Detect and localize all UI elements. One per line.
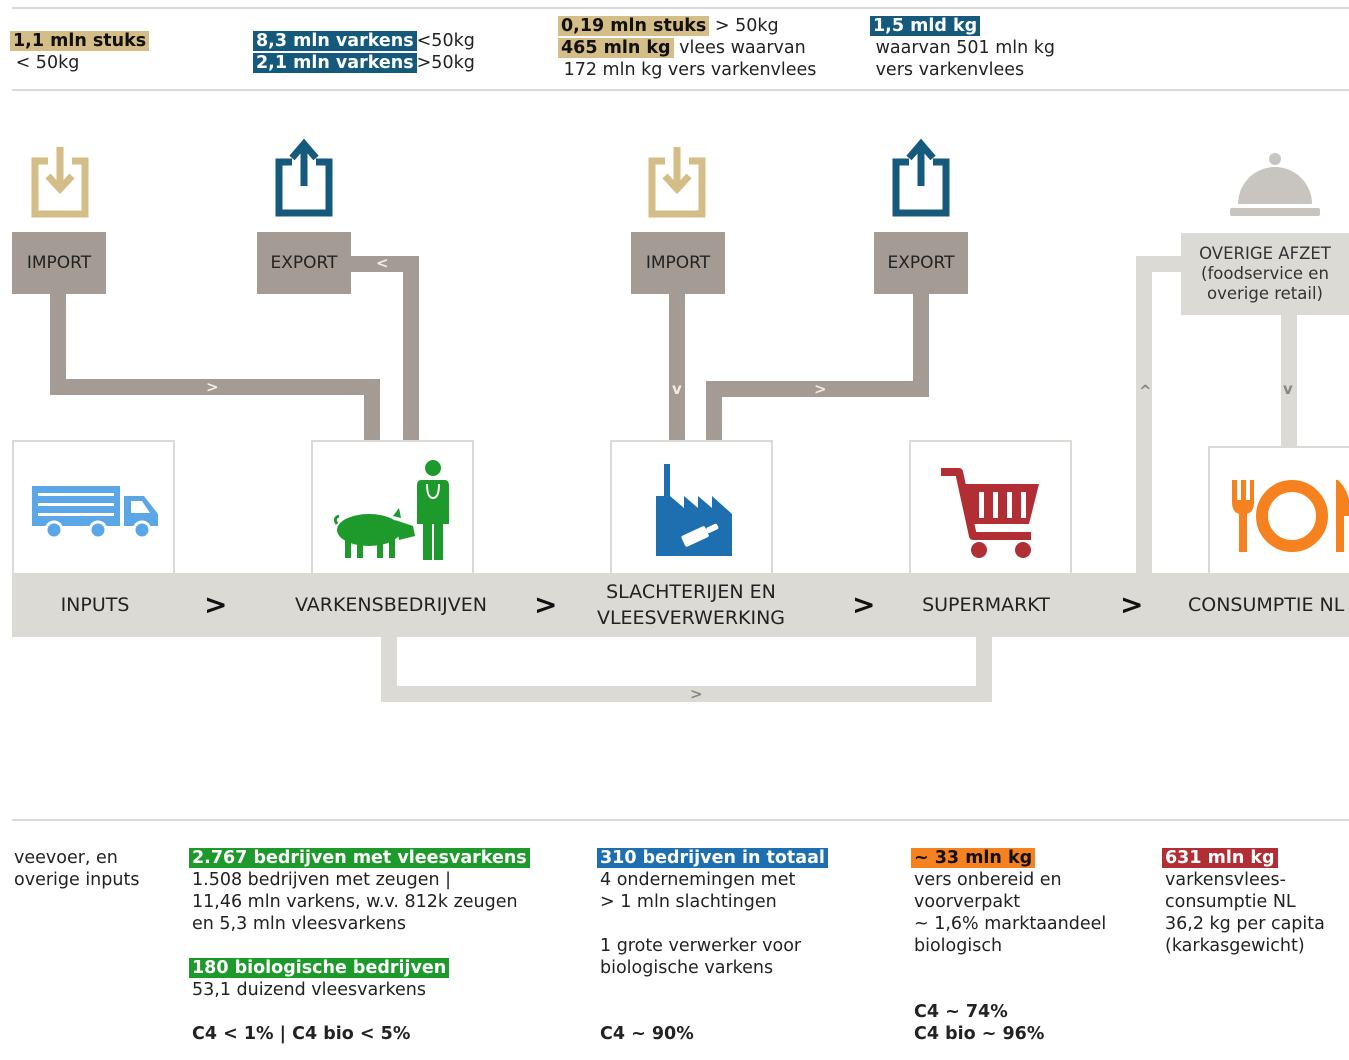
chain-arrow: > bbox=[852, 588, 876, 621]
info-highlight: 310 bedrijven in totaal bbox=[597, 848, 828, 868]
import-box-inputs: IMPORT bbox=[12, 232, 106, 294]
overige-up-path bbox=[1136, 256, 1185, 575]
stat-text: vlees waarvan bbox=[673, 38, 806, 58]
info-concentration: C4 ~ 74% bbox=[914, 1002, 1008, 1022]
info-highlight: ~ 33 mln kg bbox=[911, 848, 1036, 868]
import-tray-icon bbox=[31, 147, 89, 218]
top-divider bbox=[12, 7, 1349, 9]
import-box-meat: IMPORT bbox=[631, 232, 725, 294]
stat-export-meat: 1,5 mld kg waarvan 501 mln kg vers varke… bbox=[870, 15, 1055, 81]
export-box-pigs: EXPORT bbox=[257, 232, 351, 294]
info-inputs: veevoer, en overige inputs bbox=[14, 848, 140, 890]
chain-arrow: > bbox=[1120, 588, 1144, 621]
info-supermarkt: ~ 33 mln kg vers onbereid en voorverpakt… bbox=[911, 847, 1106, 1045]
card-inputs bbox=[12, 440, 175, 576]
card-supermarkt bbox=[909, 440, 1072, 576]
chain-step-consumptie: CONSUMPTIE NL bbox=[1188, 594, 1345, 616]
info-text: 1.508 bedrijven met zeugen | 11,46 mln v… bbox=[192, 870, 518, 934]
export-box-meat: EXPORT bbox=[874, 232, 968, 294]
truck-icon bbox=[32, 486, 158, 540]
stat-text: waarvan 501 mln kg bbox=[875, 38, 1056, 58]
value-chain-band bbox=[12, 573, 1349, 637]
factory-icon bbox=[656, 464, 732, 556]
stat-text: 172 mln kg vers varkenvlees bbox=[563, 60, 817, 80]
stat-text: >50kg bbox=[416, 53, 475, 73]
info-concentration: C4 bio ~ 96% bbox=[914, 1024, 1045, 1044]
pig-and-farmer-icon bbox=[333, 460, 449, 560]
chain-step-slachterijen: SLACHTERIJEN EN VLEESVERWERKING bbox=[596, 581, 786, 629]
info-highlight: 2.767 bedrijven met vleesvarkens bbox=[189, 848, 530, 868]
arrow-overige-down: v bbox=[1283, 380, 1293, 398]
arrow-import-inputs: > bbox=[206, 378, 219, 396]
info-slachterijen: 310 bedrijven in totaal 4 ondernemingen … bbox=[597, 847, 828, 1045]
stat-highlight: 0,19 mln stuks bbox=[558, 16, 710, 36]
stat-highlight: 8,3 mln varkens bbox=[253, 31, 417, 51]
chain-arrow: > bbox=[534, 588, 558, 621]
card-varkensbedrijven bbox=[311, 440, 474, 576]
chain-arrow: > bbox=[204, 588, 228, 621]
stat-text: <50kg bbox=[416, 31, 475, 51]
stat-text: > 50kg bbox=[709, 16, 779, 36]
stat-highlight: 465 mln kg bbox=[558, 38, 674, 58]
info-highlight: 180 biologische bedrijven bbox=[189, 958, 450, 978]
arrow-overige-up: ^ bbox=[1139, 382, 1152, 400]
stat-text: vers varkenvlees bbox=[875, 60, 1025, 80]
stat-export-pigs: 8,3 mln varkens<50kg 2,1 mln varkens>50k… bbox=[253, 30, 475, 74]
info-text: vers onbereid en voorverpakt ~ 1,6% mark… bbox=[914, 870, 1107, 956]
export-pigs-path bbox=[350, 256, 419, 444]
info-concentration: C4 ~ 90% bbox=[600, 1024, 694, 1044]
shopping-cart-icon bbox=[941, 468, 1039, 558]
overige-afzet-box: OVERIGE AFZET (foodservice en overige re… bbox=[1181, 233, 1349, 315]
stat-text: < 50kg bbox=[15, 53, 80, 73]
arrow-bypass: > bbox=[690, 685, 703, 703]
info-consumptie: 631 mln kg varkensvlees- consumptie NL 3… bbox=[1162, 847, 1325, 957]
export-meat-path bbox=[706, 294, 929, 444]
lower-divider bbox=[12, 819, 1349, 821]
upper-divider bbox=[12, 89, 1349, 91]
stat-highlight: 2,1 mln varkens bbox=[253, 53, 417, 73]
info-text: varkensvlees- consumptie NL 36,2 kg per … bbox=[1165, 870, 1325, 956]
export-tray-icon bbox=[275, 138, 333, 217]
info-text: 4 ondernemingen met > 1 mln slachtingen bbox=[600, 870, 796, 912]
stat-highlight: 1,1 mln stuks bbox=[10, 31, 150, 51]
info-concentration: C4 < 1% | C4 bio < 5% bbox=[192, 1024, 411, 1044]
chain-step-varkensbedrijven: VARKENSBEDRIJVEN bbox=[294, 594, 487, 616]
arrow-export-meat: > bbox=[814, 380, 827, 398]
export-tray-icon bbox=[892, 138, 950, 217]
arrow-export-pigs: < bbox=[376, 254, 389, 272]
chain-step-supermarkt: SUPERMARKT bbox=[922, 594, 1050, 616]
stat-import-meat: 0,19 mln stuks > 50kg 465 mln kg vlees w… bbox=[558, 15, 816, 81]
info-highlight: 631 mln kg bbox=[1162, 848, 1278, 868]
serving-cloche-icon bbox=[1230, 153, 1320, 216]
arrow-import-meat: v bbox=[672, 380, 682, 398]
stat-highlight: 1,5 mld kg bbox=[870, 16, 981, 36]
plate-cutlery-icon bbox=[1232, 480, 1349, 552]
stat-import-inputs: 1,1 mln stuks < 50kg bbox=[10, 30, 150, 74]
info-text: 1 grote verwerker voor biologische varke… bbox=[600, 936, 802, 978]
bypass-path bbox=[381, 635, 992, 702]
import-tray-icon bbox=[648, 147, 706, 218]
import-inputs-path bbox=[50, 294, 380, 444]
card-slachterijen bbox=[610, 440, 773, 576]
info-text: 53,1 duizend vleesvarkens bbox=[192, 980, 426, 1000]
chain-step-inputs: INPUTS bbox=[60, 594, 130, 616]
card-consumptie bbox=[1208, 446, 1349, 576]
info-varkensbedrijven: 2.767 bedrijven met vleesvarkens 1.508 b… bbox=[189, 847, 530, 1045]
